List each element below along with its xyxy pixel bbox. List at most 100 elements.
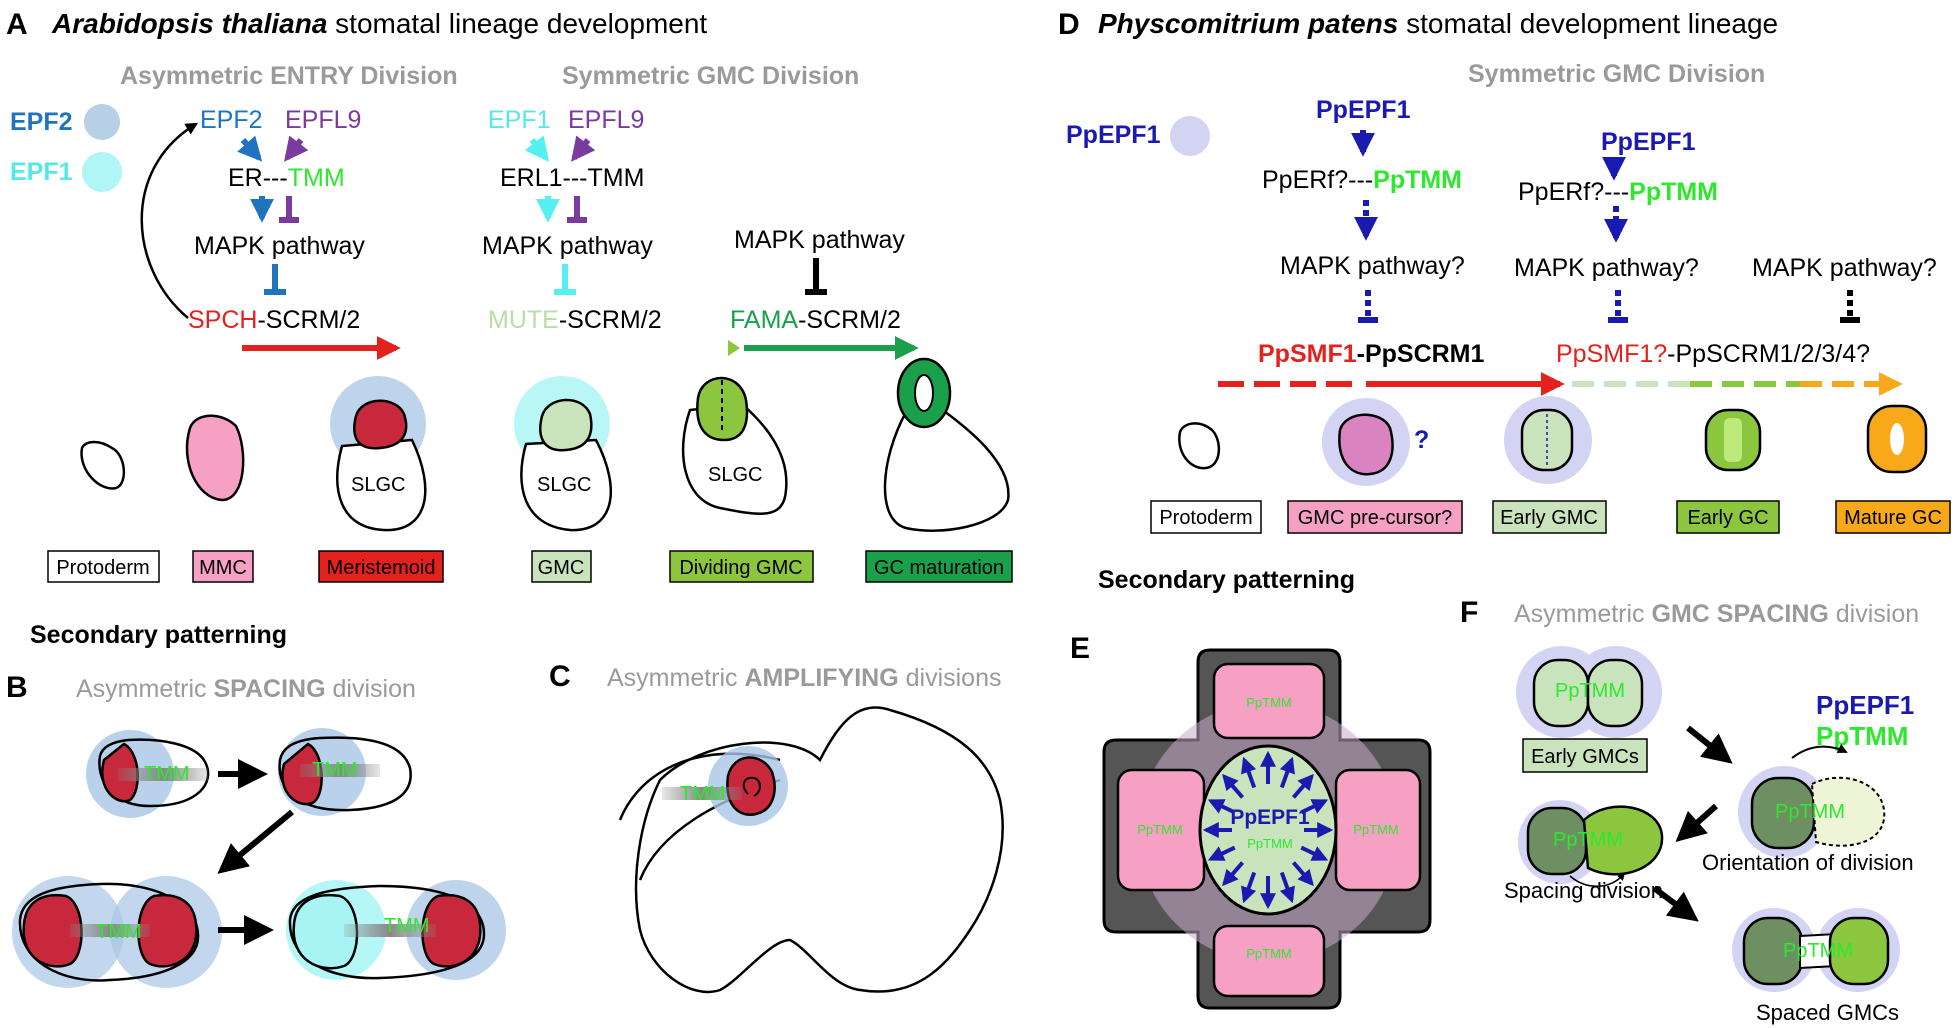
- col2-epfl9-arrow: [571, 135, 596, 162]
- b-tmm-bar-2: [300, 764, 380, 777]
- f-orient-ghost: [1810, 776, 1886, 847]
- d-col1-mapk: MAPK pathway?: [1280, 252, 1465, 280]
- col1-receptor: ER---TMM: [228, 164, 345, 192]
- col2-epf1: EPF1: [488, 106, 551, 134]
- d-col2-ppepf1: PpEPF1: [1601, 128, 1696, 156]
- stage-protoderm: Protoderm: [56, 557, 149, 579]
- slgc-label-1: SLGC: [351, 474, 405, 496]
- e-radial-arrow: [1291, 861, 1314, 887]
- e-ring-label: PpTMM: [1247, 836, 1293, 851]
- d-stage-early-gmc: Early GMC: [1500, 507, 1598, 529]
- panel-e-letter: E: [1070, 632, 1090, 665]
- timeline-arrow-green-head: [728, 340, 740, 356]
- col3-tf: FAMA-SCRM/2: [730, 306, 901, 334]
- col2-mapk: MAPK pathway: [482, 232, 653, 260]
- d-question: ?: [1414, 426, 1429, 454]
- panel-c-letter: C: [549, 660, 571, 693]
- slgc-label-2: SLGC: [537, 474, 591, 496]
- panel-a-letter: A: [6, 8, 28, 41]
- f-early-gmcs-box: [1522, 738, 1648, 773]
- cell-meristemoid-slgc: [336, 438, 427, 532]
- cell-gc-maturation-slgc: [883, 406, 1010, 532]
- d-legend-swatch: [1170, 116, 1210, 156]
- stage-box-dividing-gmc: [669, 550, 814, 583]
- d-col1-receptor: PpERf?---PpTMM: [1262, 166, 1462, 194]
- e-radial-arrow: [1207, 845, 1236, 861]
- legend-epf1-swatch: [82, 152, 122, 192]
- f-tmm-2: PpTMM: [1775, 801, 1845, 823]
- stage-box-mmc: [192, 550, 254, 583]
- gc-pore: [914, 374, 934, 412]
- panel-f-title: Asymmetric GMC SPACING division: [1514, 600, 1919, 628]
- stage-box-gc-maturation: [865, 550, 1013, 583]
- d-early-gc-speckle: [1724, 418, 1742, 462]
- e-petal-top-label: PpTMM: [1246, 695, 1292, 710]
- e-radial-arrow: [1222, 861, 1245, 887]
- panel-a: A Arabidopsis thaliana stomatal lineage …: [6, 8, 1013, 583]
- f-tmm-4: PpTMM: [1783, 940, 1853, 962]
- d-stage-mature-gc: Mature GC: [1844, 507, 1942, 529]
- f-early-gmcs-label: Early GMCs: [1531, 746, 1639, 768]
- e-radial-arrow: [1300, 845, 1329, 861]
- f-spaced-label: Spaced GMCs: [1756, 1000, 1899, 1025]
- cell-protoderm: [80, 440, 125, 490]
- d-stage-box-mature-gc: [1835, 500, 1951, 534]
- c-meristemoid: [726, 756, 776, 816]
- f-early-gmc-right: [1586, 658, 1644, 728]
- col2-tf: MUTE-SCRM/2: [488, 306, 662, 334]
- b-tmm-1: TMM: [144, 763, 190, 785]
- col1-epfl9: EPFL9: [285, 106, 361, 134]
- f-arrow-2: [1675, 803, 1718, 842]
- col2-epfl9: EPFL9: [568, 106, 644, 134]
- stage-labels: Protoderm MMC Meristemoid GMC Dividing G…: [47, 550, 1013, 583]
- d-stage-protoderm: Protoderm: [1159, 507, 1252, 529]
- b-cell4: [288, 884, 486, 980]
- cell-mmc: [185, 414, 245, 502]
- e-radial-arrow: [1291, 773, 1314, 799]
- e-radial-arrow: [1300, 799, 1329, 815]
- e-radial-arrow: [1241, 756, 1257, 789]
- c-tmm-bar: [662, 787, 742, 800]
- legend-epf2-label: EPF2: [10, 108, 73, 136]
- col3-mapk: MAPK pathway: [734, 226, 905, 254]
- e-radial-arrow: [1279, 756, 1295, 789]
- legend-epf1-label: EPF1: [10, 158, 73, 186]
- b-cell3: [18, 882, 200, 982]
- stage-box-meristemoid: [318, 550, 444, 583]
- e-radial-arrows: [1202, 750, 1334, 910]
- panel-d: D Physcomitrium patens stomatal developm…: [1058, 8, 1951, 534]
- e-radial-arrow: [1222, 773, 1245, 799]
- cell-gmc-slgc: [520, 438, 612, 532]
- panel-a-title: Arabidopsis thaliana stomatal lineage de…: [51, 8, 707, 39]
- panel-e: E PpTMM PpTMM PpTMM PpTMM PpEPF1 PpTMM: [1070, 632, 1432, 1010]
- d-tf2: PpSMF1?-PpSCRM1/2/3/4?: [1556, 340, 1870, 368]
- f-ppepf1: PpEPF1: [1816, 690, 1914, 720]
- panel-d-title: Physcomitrium patens stomatal developmen…: [1098, 8, 1778, 39]
- panel-f: F Asymmetric GMC SPACING division PpTMM …: [1460, 596, 1919, 1025]
- legend-epf2-swatch: [84, 104, 120, 140]
- gmc-division-label: Symmetric GMC Division: [562, 62, 859, 90]
- col1-epf2: EPF2: [200, 106, 263, 134]
- d-col2-mapk: MAPK pathway?: [1514, 254, 1699, 282]
- cell-meristemoid: [353, 399, 408, 450]
- col2-receptor: ERL1---TMM: [500, 164, 644, 192]
- entry-division-label: Asymmetric ENTRY Division: [120, 62, 458, 90]
- slgc-label-3: SLGC: [708, 464, 762, 486]
- panel-f-letter: F: [1460, 596, 1478, 629]
- d-col3-mapk: MAPK pathway?: [1752, 254, 1937, 282]
- f-spacing-label: Spacing division: [1504, 878, 1663, 903]
- b-arrow-2: [217, 809, 294, 874]
- f-arrow-3: [1652, 885, 1699, 922]
- b-tmm-bar-1: [118, 768, 208, 781]
- b-tmm-2: TMM: [312, 759, 358, 781]
- f-spaced-gmc-right: [1828, 916, 1890, 986]
- panel-d-letter: D: [1058, 8, 1080, 41]
- spch-feedback-arrow: [140, 122, 199, 319]
- panel-b-title: Asymmetric SPACING division: [76, 675, 416, 703]
- f-spacing-new: [1582, 805, 1664, 876]
- d-cell-protoderm: [1178, 422, 1220, 470]
- e-radial-arrow: [1279, 871, 1295, 904]
- stage-dividing-gmc: Dividing GMC: [679, 557, 802, 579]
- panel-c-title: Asymmetric AMPLIFYING divisions: [607, 664, 1002, 692]
